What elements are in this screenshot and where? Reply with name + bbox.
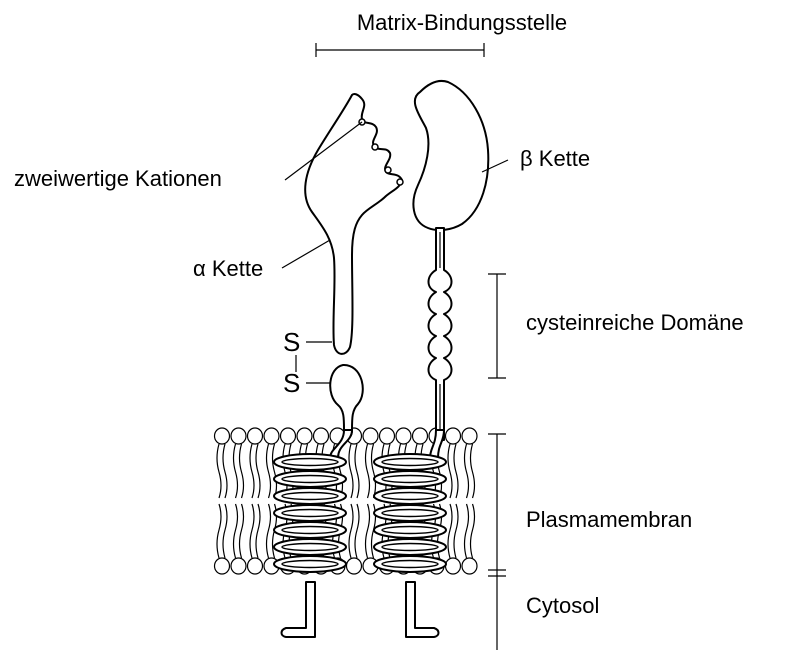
alpha-chain-head xyxy=(305,94,402,354)
lipid-head xyxy=(314,428,329,444)
lipid-tail xyxy=(234,444,244,498)
lipid-head xyxy=(248,558,263,574)
lipid-tail xyxy=(217,504,227,558)
alpha-transmembrane-helix xyxy=(274,430,352,572)
disulfide-s-top-label: S xyxy=(283,327,300,357)
matrix-binding-site-label: Matrix-Bindungsstelle xyxy=(357,10,567,35)
lipid-head xyxy=(215,558,230,574)
lipid-tail xyxy=(250,504,260,558)
lipid-head xyxy=(446,558,461,574)
lipid-head xyxy=(396,428,411,444)
beta-transmembrane-helix xyxy=(374,430,446,572)
lipid-tail xyxy=(465,444,475,498)
cysteine-domain-bracket xyxy=(488,274,506,378)
lipid-head xyxy=(248,428,263,444)
beta-cytoplasmic-tail xyxy=(406,582,439,637)
lipid-tail xyxy=(366,444,376,498)
lipid-head xyxy=(347,558,362,574)
lipid-tail xyxy=(448,504,458,558)
lipid-head xyxy=(231,558,246,574)
lipid-tail xyxy=(234,504,244,558)
alpha-chain-label: α Kette xyxy=(193,256,263,281)
lipid-head xyxy=(281,428,296,444)
lipid-tail xyxy=(267,444,277,498)
matrix-binding-bracket xyxy=(316,43,484,57)
beta-chain-label: β Kette xyxy=(520,146,590,171)
lipid-head xyxy=(215,428,230,444)
lipid-tail xyxy=(349,504,359,558)
cysteine-rich-domain-label: cysteinreiche Domäne xyxy=(526,310,744,335)
lipid-tail xyxy=(465,504,475,558)
lipid-tail xyxy=(250,444,260,498)
cytoplasmic-tails xyxy=(282,582,439,637)
membrane-cytosol-bracket xyxy=(488,434,506,650)
beta-chain-head xyxy=(413,81,488,230)
lipid-head xyxy=(264,428,279,444)
lipid-head xyxy=(297,428,312,444)
lipid-head xyxy=(231,428,246,444)
divalent-cations-label: zweiwertige Kationen xyxy=(14,166,222,191)
alpha-chain-lower-bulb xyxy=(330,365,363,438)
lipid-head xyxy=(413,428,428,444)
lipid-head xyxy=(363,428,378,444)
alpha-cytoplasmic-tail xyxy=(282,582,316,637)
lipid-head xyxy=(462,558,477,574)
lipid-tail xyxy=(349,444,359,498)
lipid-tail xyxy=(448,444,458,498)
lipid-tail xyxy=(217,444,227,498)
lipid-head xyxy=(380,428,395,444)
lipid-head xyxy=(446,428,461,444)
cytosol-label: Cytosol xyxy=(526,593,599,618)
beta-chain xyxy=(413,81,488,440)
lipid-head xyxy=(462,428,477,444)
alpha-chain xyxy=(305,94,402,437)
plasma-membrane-label: Plasmamembran xyxy=(526,507,692,532)
disulfide-s-bottom-label: S xyxy=(283,368,300,398)
